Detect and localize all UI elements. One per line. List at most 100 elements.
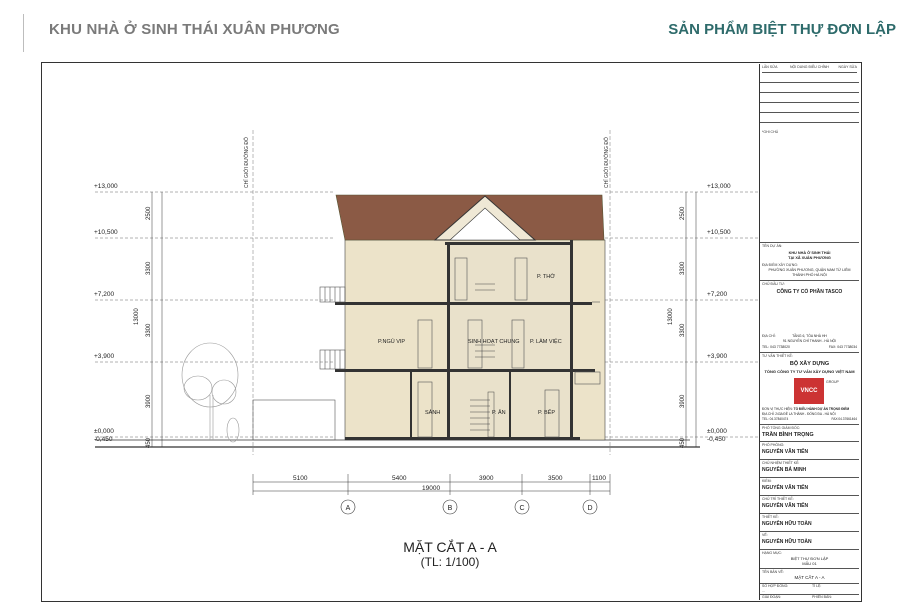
- ministry-name: BỘ XÂY DỰNG: [789, 361, 830, 367]
- level-left-13000: +13,000: [94, 183, 118, 190]
- vdim-right-3300b: 3300: [680, 323, 686, 337]
- revision-header: LẦN SỬA NỘI DUNG ĐIỀU CHỈNH NGÀY SỬA: [762, 65, 857, 73]
- leader-label: CHỦ TRÌ THIẾT KẾ:: [762, 497, 794, 501]
- item-name: BIỆT THỰ ĐƠN LẬP: [790, 556, 829, 561]
- level-left-10500: +10,500: [94, 229, 118, 236]
- level-left-0: ±0,000: [94, 428, 114, 435]
- project-name-2: TẠI XÃ XUÂN PHƯƠNG: [788, 256, 831, 260]
- unit-name: TỔ ĐIỀU HÀNH DỰ ÁN TRỌNG ĐIỂM: [793, 407, 850, 411]
- drawing-name: MẶT CẮT A - A: [794, 575, 825, 580]
- roof-gable-inner: [449, 207, 521, 241]
- designer-name: NGUYỄN HỮU TOÀN: [762, 521, 812, 527]
- level-right-7200: +7,200: [707, 291, 727, 298]
- vdim-right-3300a: 3300: [680, 261, 686, 275]
- floor-slabs: [335, 242, 595, 440]
- hdim-3500: 3500: [548, 475, 563, 482]
- product-header-title: SẢN PHẨM BIỆT THỰ ĐƠN LẬP: [668, 21, 896, 38]
- unit-label: ĐƠN VỊ THỰC HIỆN: TỔ ĐIỀU HÀNH DỰ ÁN TRỌ…: [762, 407, 857, 411]
- vdim-left-total: 13000: [134, 308, 140, 325]
- room-p-lam-viec: P. LÀM VIỆC: [530, 337, 562, 345]
- room-sanh: SẢNH: [425, 409, 440, 416]
- room-p-tho: P. THỜ: [537, 273, 555, 280]
- vdim-right-450: 450: [680, 437, 686, 448]
- axis-a: A: [346, 505, 351, 512]
- leader-name: NGUYỄN VĂN TIẾN: [762, 503, 809, 509]
- horizontal-dimension: [252, 474, 611, 495]
- header-separator: [23, 14, 24, 52]
- staircase: [470, 283, 495, 438]
- owner-fax: FAX: 043 7738034: [828, 345, 857, 349]
- deputy-name: TRẦN BÌNH TRỌNG: [762, 432, 814, 438]
- item-name-2: MẪU 01: [802, 561, 817, 566]
- drawing-name-label: TÊN BẢN VẼ:: [762, 570, 784, 574]
- drafter-name: NGUYỄN HỮU TOÀN: [762, 539, 812, 545]
- vdim-right-total: 13000: [668, 308, 674, 325]
- vdim-left-3900: 3900: [146, 394, 152, 408]
- hdim-3900: 3900: [479, 475, 494, 482]
- designer-label: THIẾT KẾ:: [762, 515, 779, 519]
- location-text: PHƯỜNG XUÂN PHƯƠNG, QUẬN NAM TỪ LIÊM: [768, 268, 851, 272]
- vdim-right-3900: 3900: [680, 394, 686, 408]
- level-markers-right: [605, 191, 760, 438]
- drawing-no: ...: [762, 589, 765, 593]
- manager-label: CHỦ NHIỆM THIẾT KẾ:: [762, 461, 800, 465]
- logo-text: VNCC: [800, 388, 818, 394]
- owner-name: CÔNG TY CỔ PHẦN TASCO: [776, 289, 843, 295]
- setback-label-right: CHỈ GIỚI ĐƯỜNG ĐỎ: [603, 137, 610, 188]
- level-right-10500: +10,500: [707, 229, 731, 236]
- tree-illustration: [181, 342, 240, 443]
- room-sinh-hoat-chung: SINH HOẠT CHUNG: [468, 339, 520, 345]
- unit-fax: FAX:04.37661464: [831, 417, 857, 421]
- address-label: ĐỊA CHỈ:: [762, 334, 776, 338]
- location-text-2: THÀNH PHỐ HÀ NỘI: [792, 273, 827, 277]
- logo-tag: GROUP: [826, 380, 839, 384]
- level-right-450: -0,450: [707, 436, 726, 443]
- owner-phone: TEL: 043 7738020: [762, 345, 790, 349]
- interior-walls: [410, 240, 573, 440]
- room-p-an: P. ĂN: [492, 409, 506, 416]
- setback-label-left: CHỈ GIỚI ĐƯỜNG ĐỎ: [243, 137, 250, 188]
- room-p-bep: P. BẾP: [538, 409, 555, 416]
- head-name: NGUYỄN VĂN TIẾN: [762, 449, 809, 455]
- address-text-2: 91 NGUYỄN CHÍ THANH - HÀ NỘI: [782, 339, 837, 343]
- hdim-5100: 5100: [293, 475, 308, 482]
- revision-col-no: LẦN SỬA: [762, 65, 778, 69]
- manager-name: NGUYỄN BÁ MINH: [762, 467, 807, 473]
- title-block: LẦN SỬA NỘI DUNG ĐIỀU CHỈNH NGÀY SỬA *GH…: [759, 64, 859, 600]
- axis-c: C: [519, 505, 524, 512]
- unit-address: ĐỊA CHỈ: 243A ĐÊ LA THÀNH - ĐỐNG ĐA - HÀ…: [762, 412, 836, 416]
- revision-col-content: NỘI DUNG ĐIỀU CHỈNH: [790, 65, 829, 69]
- level-right-3900: +3,900: [707, 353, 727, 360]
- axis-d: D: [587, 505, 592, 512]
- section-scale: (TL: 1/100): [420, 555, 480, 569]
- balconies: [319, 286, 601, 385]
- drafter-label: VẼ:: [762, 533, 768, 537]
- project-header-title: KHU NHÀ Ở SINH THÁI XUÂN PHƯƠNG: [49, 21, 340, 38]
- project-label: TÊN DỰ ÁN:: [762, 244, 783, 248]
- location-label: ĐỊA ĐIỂM XÂY DỰNG:: [762, 263, 798, 267]
- deputy-label: PHÓ TỔNG GIÁM ĐỐC:: [762, 426, 801, 430]
- vdim-right-2500: 2500: [680, 206, 686, 220]
- unit-phone: TEL: 04.37840474: [762, 417, 789, 421]
- level-left-450: -0,450: [94, 436, 113, 443]
- unit-label-text: ĐƠN VỊ THỰC HIỆN:: [762, 407, 793, 411]
- owner-label: CHỦ ĐẦU TƯ:: [762, 282, 785, 286]
- vncc-logo: VNCC: [794, 378, 824, 404]
- section-drawing: CHỈ GIỚI ĐƯỜNG ĐỎ CHỈ GIỚI ĐƯỜNG ĐỎ +13,…: [94, 130, 760, 515]
- vertical-dimension-right: [685, 192, 697, 447]
- fence-left: [252, 399, 336, 441]
- vdim-left-3300a: 3300: [146, 261, 152, 275]
- consultant-name: TỔNG CÔNG TY TƯ VẤN XÂY DỰNG VIỆT NAM: [764, 369, 855, 374]
- checker-name: NGUYỄN VĂN TIẾN: [762, 485, 809, 491]
- revision-col-date: NGÀY SỬA: [838, 65, 858, 69]
- level-markers-left: [95, 191, 335, 438]
- sheet-label: PHIÊN BẢN:: [812, 595, 832, 599]
- section-title: MẶT CẮT A - A: [403, 539, 497, 555]
- level-right-0: ±0,000: [707, 428, 727, 435]
- level-left-7200: +7,200: [94, 291, 114, 298]
- notes-label: *GHI CHÚ: [762, 130, 779, 134]
- level-left-3900: +3,900: [94, 353, 114, 360]
- hdim-total: 19000: [422, 485, 440, 492]
- address-text: TẦNG 6, TÒA NHÀ HH: [792, 334, 827, 338]
- checker-label: KIỂM:: [762, 479, 772, 483]
